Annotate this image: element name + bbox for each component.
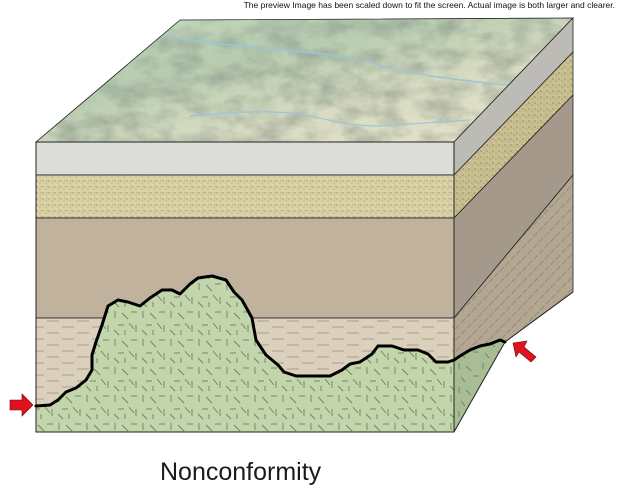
block-front-face xyxy=(35,141,455,433)
river-lower xyxy=(189,111,471,127)
gray-cap-layer xyxy=(35,141,455,176)
diagram-caption: Nonconformity xyxy=(160,458,322,486)
block-right-face xyxy=(453,17,574,433)
sandstone-layer xyxy=(35,174,455,219)
river-upper xyxy=(159,35,521,87)
igneous-basement xyxy=(36,276,454,432)
preview-notice: The preview Image has been scaled down t… xyxy=(243,0,615,10)
right-arrow-icon xyxy=(512,340,537,363)
left-arrow-icon xyxy=(9,393,34,417)
unconformity-line xyxy=(34,274,507,408)
